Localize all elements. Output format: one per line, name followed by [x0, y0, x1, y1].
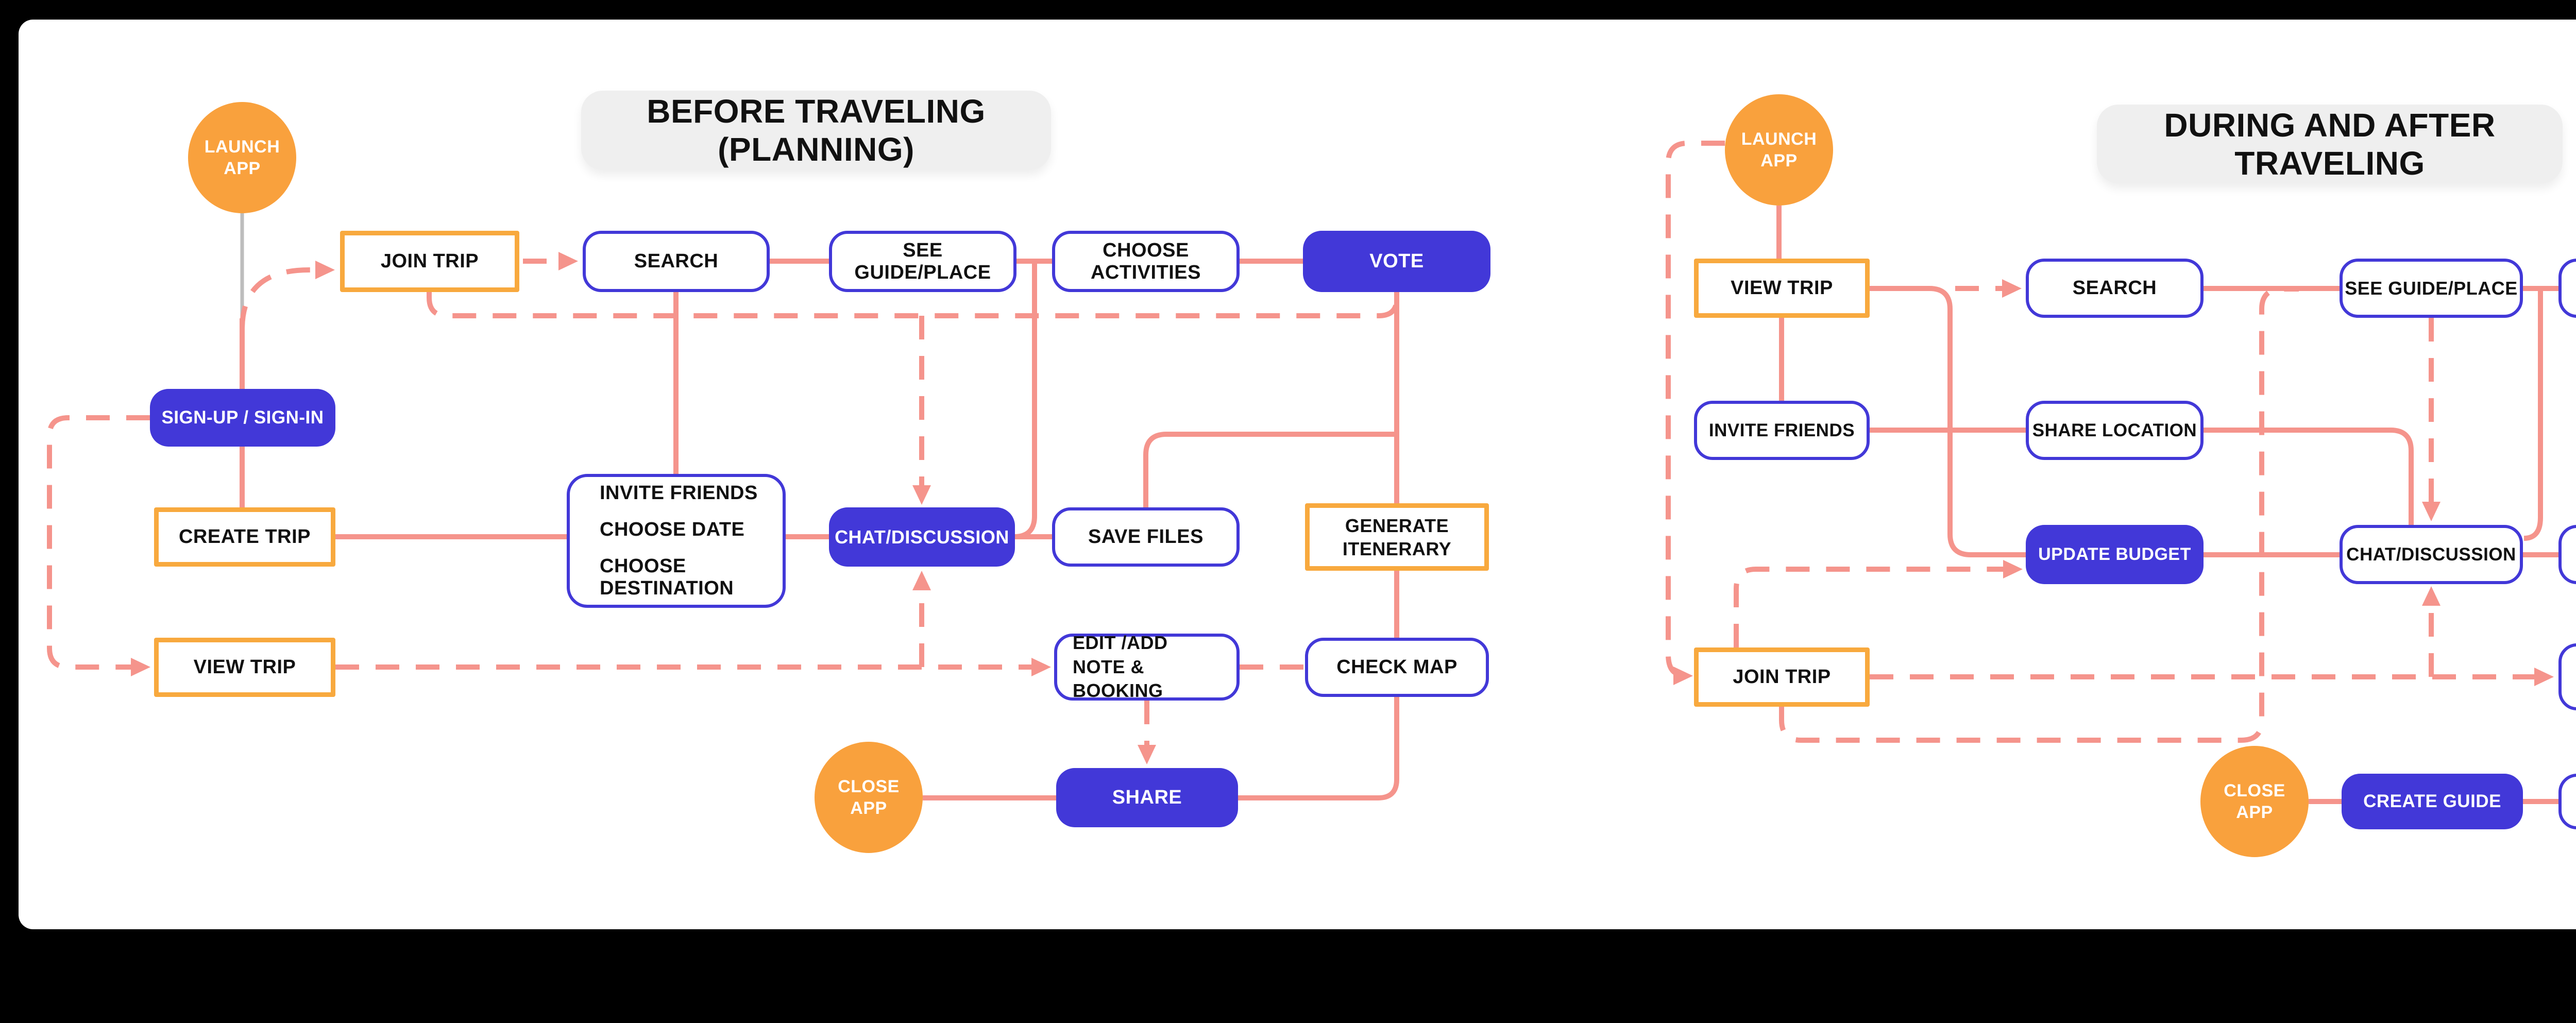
l-join-trip-node[interactable]: JOIN TRIP	[340, 231, 519, 292]
r-search-node[interactable]: SEARCH	[2026, 259, 2204, 318]
r-choose-activities-node[interactable]: CHOOSE ACTIVITIES	[2558, 259, 2576, 318]
node-label: SAVE FILES	[1088, 526, 1204, 548]
node-label: CHOOSE ACTIVITIES	[1090, 239, 1201, 283]
r-close-app-node[interactable]: CLOSE APP	[2200, 746, 2309, 857]
title-label: DURING AND AFTER TRAVELING	[2164, 106, 2496, 182]
node-label: CHAT/DISCUSSION	[2346, 544, 2516, 565]
node-label: SEARCH	[634, 250, 719, 272]
node-label: LAUNCH APP	[1741, 129, 1817, 171]
r-create-guide-node[interactable]: CREATE GUIDE	[2342, 774, 2523, 829]
l-create-trip-node[interactable]: CREATE TRIP	[154, 507, 335, 567]
r-share-node[interactable]: SHARE	[2558, 774, 2576, 829]
node-label: GENERATE ITENERARY	[1342, 515, 1452, 559]
r-update-budget-node[interactable]: UPDATE BUDGET	[2026, 525, 2204, 584]
l-see-guide-node[interactable]: SEE GUIDE/PLACE	[829, 231, 1016, 292]
r-share-location-node[interactable]: SHARE LOCATION	[2026, 401, 2204, 460]
l-trip-setup-node[interactable]: INVITE FRIENDS CHOOSE DATE CHOOSE DESTIN…	[567, 474, 786, 608]
l-signup-node[interactable]: SIGN-UP / SIGN-IN	[150, 389, 335, 447]
r-save-files-node[interactable]: SAVE FILES	[2558, 525, 2576, 584]
node-label: CREATE GUIDE	[2363, 791, 2501, 811]
l-vote-node[interactable]: VOTE	[1303, 231, 1490, 292]
title-label: BEFORE TRAVELING (PLANNING)	[647, 93, 986, 168]
r-join-trip-node[interactable]: JOIN TRIP	[1694, 647, 1870, 707]
node-label: VIEW TRIP	[1731, 277, 1833, 299]
r-chat-node[interactable]: CHAT/DISCUSSION	[2340, 525, 2523, 584]
node-label: UPDATE BUDGET	[2038, 544, 2191, 564]
node-label: CHOOSE DESTINATION	[600, 555, 734, 599]
node-label: CLOSE APP	[838, 776, 900, 819]
node-label: JOIN TRIP	[1733, 666, 1831, 688]
node-label: INVITE FRIENDS	[600, 482, 758, 504]
l-view-trip-node[interactable]: VIEW TRIP	[154, 638, 335, 697]
node-label: VOTE	[1369, 250, 1424, 272]
node-label: CLOSE APP	[2224, 780, 2285, 823]
node-label: SHARE	[1112, 787, 1182, 808]
node-label: VIEW TRIP	[193, 656, 296, 678]
node-label: CHOOSE ACTIVITIES	[2562, 268, 2576, 309]
l-search-node[interactable]: SEARCH	[583, 231, 770, 292]
r-see-guide-node[interactable]: SEE GUIDE/PLACE	[2340, 259, 2523, 318]
node-label: SEE GUIDE/PLACE	[854, 239, 991, 283]
node-label: SIGN-UP / SIGN-IN	[161, 407, 324, 428]
node-label: SEE GUIDE/PLACE	[2345, 277, 2518, 299]
node-label: LAUNCH APP	[204, 137, 280, 179]
l-diagram-title: BEFORE TRAVELING (PLANNING)	[581, 91, 1051, 170]
l-save-files-node[interactable]: SAVE FILES	[1052, 507, 1240, 567]
node-label: SHARE LOCATION	[2032, 420, 2197, 440]
l-launch-app-node[interactable]: LAUNCH APP	[188, 102, 296, 213]
r-invite-friends-node[interactable]: INVITE FRIENDS	[1694, 401, 1870, 460]
l-generate-itenerary-node[interactable]: GENERATE ITENERARY	[1305, 503, 1489, 571]
node-label: INVITE FRIENDS	[1708, 420, 1855, 440]
l-choose-activities-node[interactable]: CHOOSE ACTIVITIES	[1052, 231, 1240, 292]
l-edit-note-node[interactable]: EDIT /ADD NOTE & BOOKING	[1054, 632, 1240, 702]
node-label: SEARCH	[2072, 277, 2157, 299]
node-label: CHOOSE DATE	[600, 519, 745, 540]
node-label: CREATE TRIP	[178, 526, 311, 548]
r-view-trip-node[interactable]: VIEW TRIP	[1694, 259, 1870, 318]
r-launch-app-node[interactable]: LAUNCH APP	[1725, 94, 1833, 206]
r-edit-note-node[interactable]: EDIT /ADD NOTE & BOOKING	[2558, 643, 2576, 710]
node-label: JOIN TRIP	[380, 250, 479, 272]
node-label: EDIT /ADD NOTE & BOOKING	[1073, 632, 1168, 702]
node-label: CHECK MAP	[1336, 656, 1458, 678]
l-chat-node[interactable]: CHAT/DISCUSSION	[829, 507, 1015, 567]
node-label: CHAT/DISCUSSION	[835, 526, 1009, 548]
l-close-app-node[interactable]: CLOSE APP	[815, 742, 923, 853]
l-share-node[interactable]: SHARE	[1056, 768, 1238, 827]
l-check-map-node[interactable]: CHECK MAP	[1305, 638, 1489, 697]
r-diagram-title: DURING AND AFTER TRAVELING	[2097, 105, 2563, 183]
